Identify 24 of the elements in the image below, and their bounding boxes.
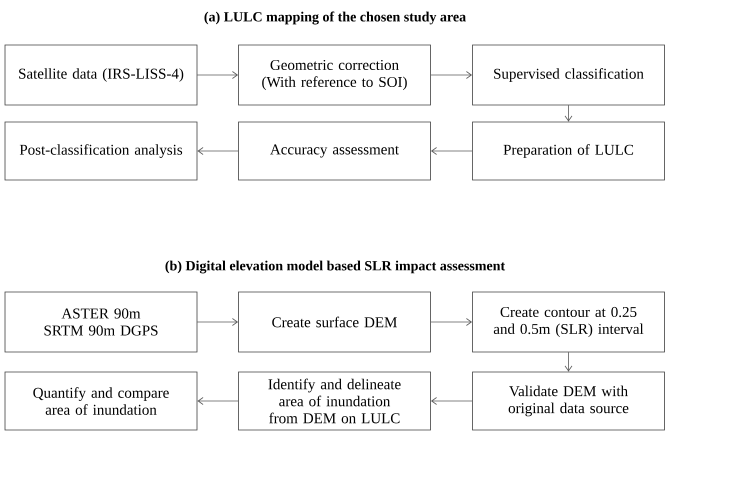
process-box: Supervised classification	[472, 44, 665, 106]
process-box: Identify and delineate area of inundation from DEM on LULC	[238, 372, 431, 430]
arrow	[430, 397, 472, 405]
arrow	[430, 71, 472, 79]
process-box: Satellite data (IRS-LISS-4)	[4, 44, 198, 106]
section-heading: (b) Digital elevation model based SLR impact assessment	[165, 260, 506, 274]
process-box: Accuracy assessment	[238, 122, 431, 180]
process-box: Create surface DEM	[238, 292, 431, 352]
arrow	[430, 318, 472, 326]
arrow	[564, 352, 572, 372]
arrow	[564, 105, 572, 122]
arrow	[197, 397, 238, 405]
process-box: Preparation of LULC	[472, 122, 665, 180]
process-box: Post-classification analysis	[4, 122, 198, 180]
arrow	[197, 318, 238, 326]
arrow	[197, 147, 238, 155]
process-box: ASTER 90m SRTM 90m DGPS	[4, 292, 198, 352]
process-box: Geometric correction (With reference to SOI)	[238, 44, 431, 106]
arrow	[197, 71, 238, 79]
process-box: Create contour at 0.25 and 0.5m (SLR) interval	[472, 292, 665, 352]
section-heading: (a) LULC mapping of the chosen study area	[204, 12, 466, 24]
process-box: Validate DEM with original data source	[472, 372, 665, 430]
arrow	[430, 147, 472, 155]
process-box: Quantify and compare area of inundation	[4, 372, 198, 430]
